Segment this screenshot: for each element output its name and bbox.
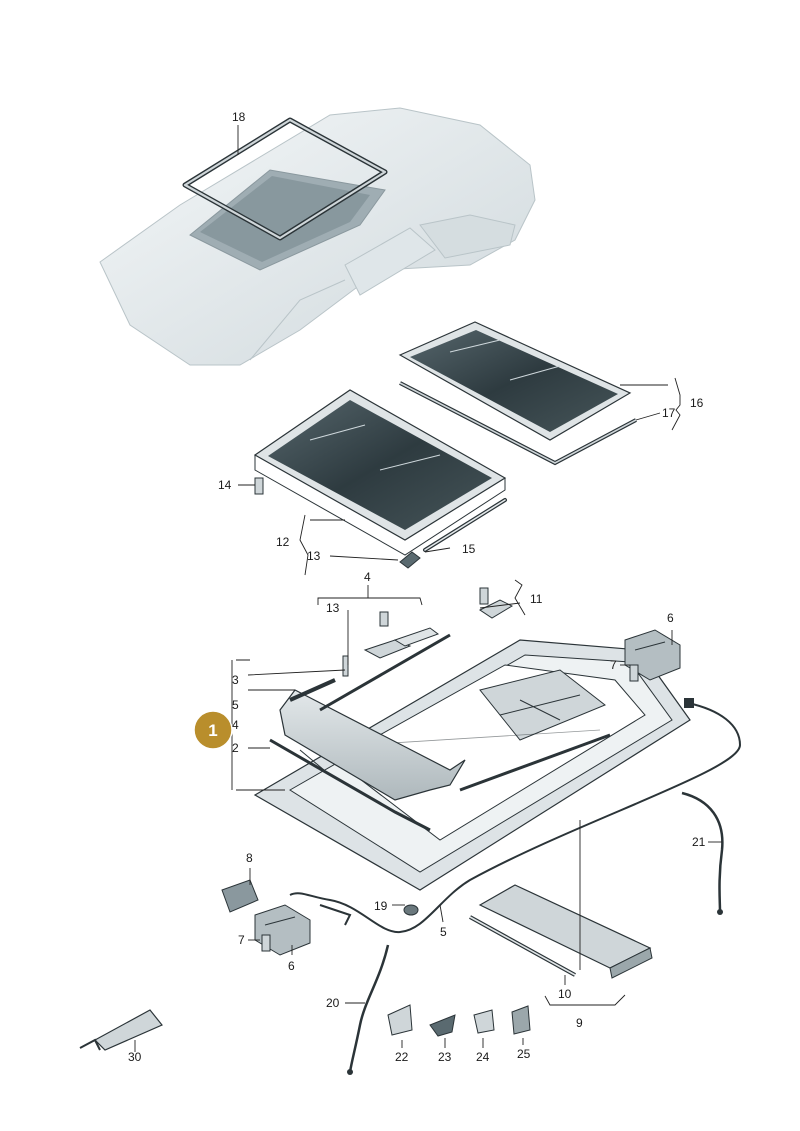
bracket-part-11 [479,587,514,619]
sunblind-part-9 [469,884,653,979]
label-24: 24 [476,1050,490,1064]
label-12: 12 [276,535,290,549]
label-4-left: 4 [232,718,239,732]
label-25: 25 [517,1047,531,1061]
grommet-part-19 [403,904,419,916]
label-18: 18 [232,110,246,124]
frame-rails [289,633,611,792]
sealant-tube-part-30 [79,1009,163,1051]
label-14: 14 [218,478,232,492]
label-5-left: 5 [232,698,239,712]
label-10: 10 [558,987,572,1001]
label-13-mid: 13 [326,601,340,615]
wiring-harness-part-5 [289,698,742,934]
callout-marker-1[interactable]: 1 [193,710,233,750]
bracket-part-8 [221,879,259,913]
part-labels: 18 16 17 14 12 13 15 4 13 11 6 7 3 5 4 2… [128,110,706,1064]
label-16: 16 [690,396,704,410]
wind-deflector-part-2 [269,689,466,832]
clip-part-25 [511,1005,531,1035]
clip-part-13 [399,551,421,569]
guide-part-4 [342,611,440,677]
label-9: 9 [576,1016,583,1030]
clip-part-22 [387,1004,413,1036]
front-glass-panel-part-12 [253,389,507,556]
label-4: 4 [364,570,371,584]
label-8: 8 [246,851,253,865]
callout-number: 1 [208,721,217,740]
label-2: 2 [232,741,239,755]
seal-strip-part-15 [423,498,507,552]
drain-hose-part-20 [347,944,390,1075]
label-23: 23 [438,1050,452,1064]
sunroof-frame [253,639,691,891]
label-15: 15 [462,542,476,556]
label-5-bottom: 5 [440,925,447,939]
motor-part-6-left [254,904,311,956]
clip-part-23 [429,1014,456,1037]
rear-glass-panel-part-16 [398,321,637,466]
label-20: 20 [326,996,340,1010]
label-11: 11 [530,592,543,606]
label-3: 3 [232,673,239,687]
label-6-top: 6 [667,611,674,625]
label-21: 21 [692,835,706,849]
label-19: 19 [374,899,388,913]
clip-part-24 [473,1009,495,1034]
leader-lines [134,125,722,1052]
label-6-bottom: 6 [288,959,295,973]
label-22: 22 [395,1050,409,1064]
label-7-bottom: 7 [238,933,245,947]
label-7-top: 7 [610,658,617,672]
car-roof-illustration [99,107,536,366]
label-17: 17 [662,406,676,420]
label-30: 30 [128,1050,142,1064]
drain-hose-part-21 [681,791,724,915]
label-13-top: 13 [307,549,321,563]
screw-part-14 [254,477,264,495]
roof-seal-part-18 [182,117,388,241]
